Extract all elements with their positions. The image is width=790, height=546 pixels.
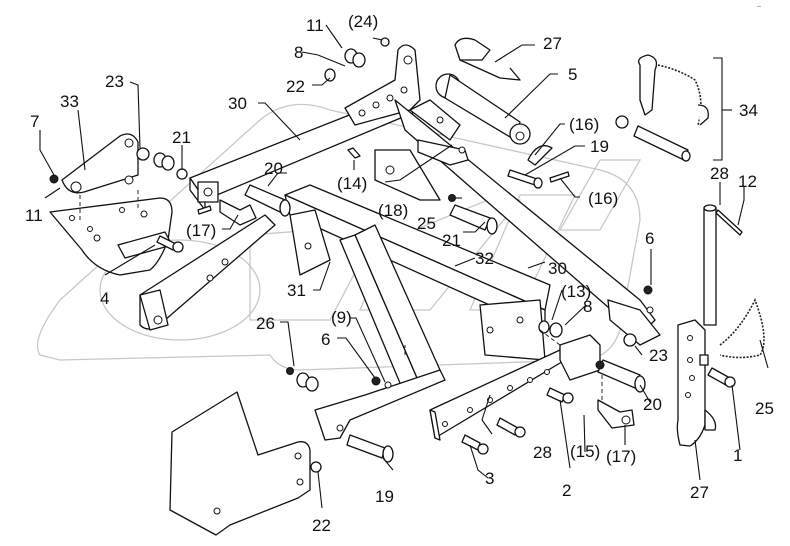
callout-19-left: 19 [375, 487, 394, 506]
callout-20-left: 20 [264, 159, 283, 178]
callout-21-left: 21 [172, 128, 191, 147]
corner-mark: -- [757, 4, 761, 10]
callout-21-bottom: 22 [312, 516, 331, 535]
callout-26: 28 [710, 164, 729, 183]
callout-13-top: (14) [337, 174, 368, 193]
callout-leaders [39, 24, 769, 509]
callout-11-top: 11 [306, 16, 324, 35]
callout-6-left: 6 [321, 330, 331, 349]
callout-30: 30 [548, 259, 567, 278]
callout-33: 33 [60, 92, 79, 111]
part-post-26 [703, 204, 743, 326]
callout-17: (17) [606, 447, 637, 466]
callout-25: 25 [755, 399, 774, 418]
callout-18: 19 [590, 137, 609, 156]
callout-12: 12 [738, 172, 757, 191]
callout-28: 28 [533, 443, 552, 462]
callout-7: 7 [30, 112, 40, 131]
callout-20-right: 21 [442, 231, 461, 250]
callout-8-top: 8 [294, 43, 304, 62]
callout-21-top: 22 [286, 77, 305, 96]
part-small-pins [197, 145, 594, 370]
callout-6-right: 6 [645, 229, 655, 248]
callout-2: 2 [562, 481, 572, 500]
part-lower-arm-left [139, 214, 276, 331]
callout-16-left: (17) [186, 221, 217, 240]
part-top-link-pin [435, 37, 531, 145]
callout-5: 5 [568, 65, 578, 84]
part-bushing-washers [136, 147, 188, 180]
callout-21-right: 23 [649, 346, 668, 365]
callout-29: 30 [228, 94, 247, 113]
part-bracket-left [49, 197, 173, 276]
part-bolt-1 [707, 367, 736, 388]
callout-22-top: (24) [348, 12, 379, 31]
callout-13-bottom: (15) [570, 442, 601, 461]
callout-16-right: (18) [378, 201, 409, 220]
part-pin-17 [597, 399, 635, 429]
part-bolt-4 [156, 235, 184, 253]
callout-24: 27 [543, 34, 562, 53]
part-right-washers [538, 285, 653, 347]
callout-8-right: 8 [583, 297, 593, 316]
part-hitch-plate-27 [676, 319, 717, 447]
part-pins-16 [219, 139, 469, 226]
callout-31: 31 [287, 281, 306, 300]
part-frame-31 [289, 209, 441, 396]
part-pin-19-right [595, 359, 646, 393]
callout-14: (16) [588, 189, 619, 208]
callout-1: 1 [733, 446, 743, 465]
part-plate-33 [49, 133, 139, 194]
callout-23-top: 25 [417, 214, 436, 233]
part-chain-25 [719, 298, 765, 359]
part-clip-set-34 [615, 54, 723, 162]
part-guard-plate [169, 391, 322, 536]
part-bolts [461, 387, 574, 455]
callout-9: (9) [331, 308, 352, 327]
part-drawbar-28 [429, 334, 601, 441]
callout-34: 34 [739, 101, 758, 120]
callout-10: 11 [25, 206, 43, 225]
callout-3: 3 [485, 469, 495, 488]
callout-32: 32 [475, 249, 494, 268]
callout-27: 27 [690, 483, 709, 502]
callout-19-right: 20 [643, 395, 662, 414]
part-crossbar-32 [284, 184, 551, 361]
part-pins-20 [244, 184, 498, 235]
callout-22-left: 23 [105, 72, 124, 91]
assembly-lines [79, 190, 603, 400]
callout-4: 4 [100, 289, 110, 308]
callout-11-right: (13) [561, 282, 592, 301]
callout-23-bottom: 26 [256, 314, 275, 333]
part-lower-arm-right [286, 367, 446, 463]
callout-15: (16) [569, 115, 600, 134]
